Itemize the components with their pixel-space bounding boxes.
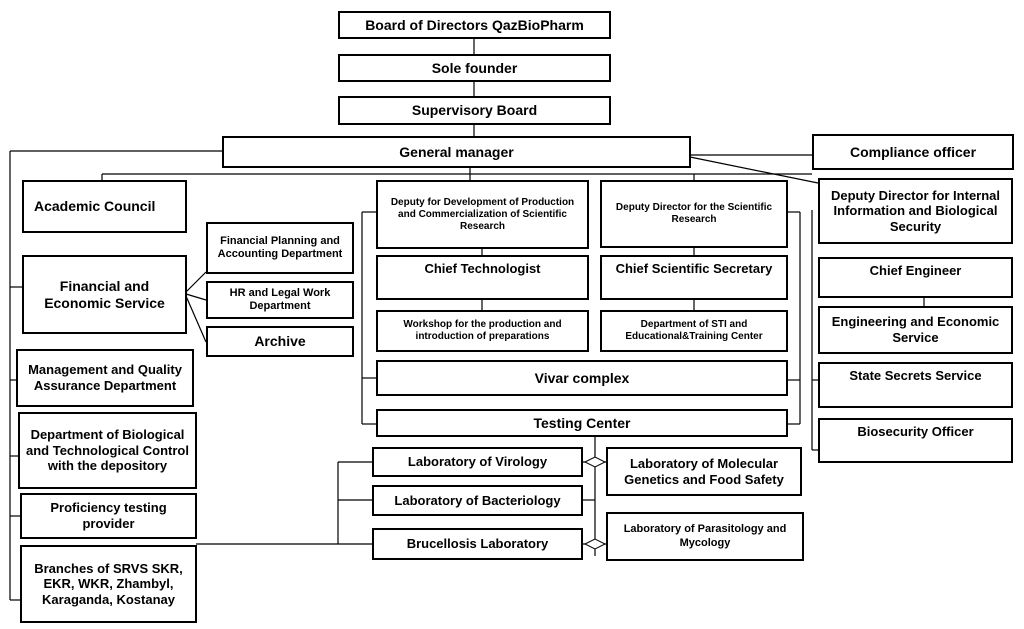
supervisory-board-box: Supervisory Board (338, 96, 611, 125)
financial-planning-dept-label: Financial Planning and Accounting Depart… (217, 234, 343, 260)
biosecurity-officer-label: Biosecurity Officer (857, 424, 974, 439)
chief-technologist-box: Chief Technologist (376, 255, 589, 300)
financial-planning-dept-box: Financial Planning and Accounting Depart… (206, 222, 354, 274)
vivar-complex-box: Vivar complex (376, 360, 788, 396)
deputy-security-box: Deputy Director for Internal Information… (818, 178, 1013, 244)
bio-tech-control-dept-box: Department of Biological and Technologic… (18, 412, 197, 489)
compliance-officer-box: Compliance officer (812, 134, 1014, 170)
branches-box: Branches of SRVS SKR, EKR, WKR, Zhambyl,… (20, 545, 197, 623)
testing-center-label: Testing Center (533, 414, 631, 431)
workshop-production-label: Workshop for the production and introduc… (403, 319, 562, 342)
archive-label: Archive (254, 333, 306, 350)
dept-sti-label: Department of STI and Educational&Traini… (625, 319, 763, 342)
chief-engineer-box: Chief Engineer (818, 257, 1013, 298)
lab-molecular-genetics-box: Laboratory of Molecular Genetics and Foo… (606, 447, 802, 496)
hr-legal-dept-label: HR and Legal Work Department (229, 286, 331, 312)
general-manager-box: General manager (222, 136, 691, 168)
hr-legal-dept-box: HR and Legal Work Department (206, 281, 354, 319)
chief-scientific-secretary-label: Chief Scientific Secretary (615, 261, 773, 276)
lab-molecular-genetics-label: Laboratory of Molecular Genetics and Foo… (624, 455, 784, 487)
sole-founder-box: Sole founder (338, 54, 611, 82)
financial-economic-service-box: Financial and Economic Service (22, 255, 187, 334)
deputy-scientific-box: Deputy Director for the Scientific Resea… (600, 180, 788, 248)
vivar-complex-label: Vivar complex (534, 369, 630, 386)
state-secrets-service-label: State Secrets Service (849, 368, 982, 383)
proficiency-testing-label: Proficiency testing provider (50, 500, 167, 531)
lab-virology-label: Laboratory of Virology (407, 454, 548, 470)
compliance-officer-label: Compliance officer (849, 143, 977, 160)
lab-bacteriology-box: Laboratory of Bacteriology (372, 485, 583, 516)
engineering-economic-service-box: Engineering and Economic Service (818, 306, 1013, 354)
engineering-economic-service-label: Engineering and Economic Service (831, 314, 1000, 345)
lab-parasitology-box: Laboratory of Parasitology and Mycology (606, 512, 804, 561)
deputy-development-box: Deputy for Development of Production and… (376, 180, 589, 249)
dept-sti-box: Department of STI and Educational&Traini… (600, 310, 788, 352)
supervisory-board-label: Supervisory Board (411, 102, 538, 119)
deputy-security-label: Deputy Director for Internal Information… (830, 187, 1001, 234)
academic-council-label: Academic Council (34, 198, 156, 215)
testing-center-box: Testing Center (376, 409, 788, 437)
management-quality-dept-label: Management and Quality Assurance Departm… (28, 362, 182, 393)
workshop-production-box: Workshop for the production and introduc… (376, 310, 589, 352)
lab-parasitology-label: Laboratory of Parasitology and Mycology (623, 523, 787, 549)
chief-technologist-label: Chief Technologist (424, 261, 541, 276)
chief-scientific-secretary-box: Chief Scientific Secretary (600, 255, 788, 300)
chief-engineer-label: Chief Engineer (869, 263, 962, 278)
financial-economic-service-label: Financial and Economic Service (44, 277, 165, 311)
bio-tech-control-dept-label: Department of Biological and Technologic… (26, 427, 189, 474)
management-quality-dept-box: Management and Quality Assurance Departm… (16, 349, 194, 407)
archive-box: Archive (206, 326, 354, 357)
deputy-scientific-label: Deputy Director for the Scientific Resea… (615, 202, 773, 225)
academic-council-box: Academic Council (22, 180, 187, 233)
branches-label: Branches of SRVS SKR, EKR, WKR, Zhambyl,… (34, 560, 183, 607)
state-secrets-service-box: State Secrets Service (818, 362, 1013, 408)
deputy-development-label: Deputy for Development of Production and… (390, 196, 575, 232)
sole-founder-label: Sole founder (431, 59, 518, 76)
biosecurity-officer-box: Biosecurity Officer (818, 418, 1013, 463)
general-manager-label: General manager (399, 143, 514, 160)
lab-bacteriology-label: Laboratory of Bacteriology (394, 492, 561, 508)
lab-virology-box: Laboratory of Virology (372, 447, 583, 477)
proficiency-testing-box: Proficiency testing provider (20, 493, 197, 539)
lab-brucellosis-box: Brucellosis Laboratory (372, 528, 583, 560)
board-of-directors-label: Board of Directors QazBioPharm (365, 16, 584, 33)
lab-brucellosis-label: Brucellosis Laboratory (406, 536, 549, 552)
board-of-directors-box: Board of Directors QazBioPharm (338, 11, 611, 39)
